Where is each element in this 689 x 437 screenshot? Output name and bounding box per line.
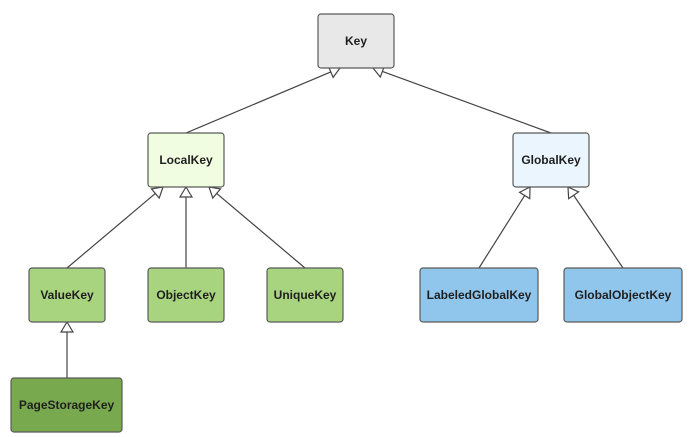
inheritance-edge-page-storage-key-to-value-key [59, 320, 75, 378]
node-unique-key: UniqueKey [266, 267, 344, 323]
node-box [419, 267, 539, 323]
node-page-storage-key: PageStorageKey [10, 377, 123, 433]
hollow-arrowhead-icon [178, 185, 194, 198]
node-box [147, 267, 225, 323]
node-box [10, 377, 123, 433]
node-box [147, 132, 225, 188]
node-key: Key [317, 13, 395, 69]
hollow-arrowhead-icon [518, 186, 531, 200]
node-label: Key [345, 34, 367, 48]
inheritance-edge-object-key-to-local-key [178, 185, 194, 268]
inheritance-edge-global-key-to-key [371, 65, 552, 134]
node-label: UniqueKey [274, 288, 337, 302]
hollow-arrowhead-icon [208, 186, 222, 200]
edge-line [66, 192, 156, 269]
inheritance-edge-labeled-global-key-to-global-key [478, 186, 531, 269]
node-global-object-key: GlobalObjectKey [563, 267, 683, 323]
node-label: LocalKey [159, 153, 213, 167]
hollow-arrowhead-icon [59, 320, 75, 333]
node-box [563, 267, 683, 323]
edge-line [478, 195, 526, 269]
inheritance-edge-value-key-to-local-key [66, 186, 164, 269]
node-box [266, 267, 344, 323]
node-value-key: ValueKey [28, 267, 106, 323]
inheritance-edge-local-key-to-key [185, 65, 342, 134]
node-label: LabeledGlobalKey [427, 288, 532, 302]
node-local-key: LocalKey [147, 132, 225, 188]
node-box [512, 132, 590, 188]
node-label: ValueKey [40, 288, 94, 302]
hollow-arrowhead-icon [567, 186, 580, 200]
inheritance-edge-global-object-key-to-global-key [567, 186, 624, 269]
edge-line [185, 71, 332, 134]
hollow-arrowhead-icon [150, 186, 164, 200]
node-label: GlobalKey [521, 153, 581, 167]
node-label: ObjectKey [156, 288, 216, 302]
node-global-key: GlobalKey [512, 132, 590, 188]
edge-line [382, 70, 552, 134]
node-box [28, 267, 106, 323]
node-box [317, 13, 395, 69]
node-label: GlobalObjectKey [575, 288, 672, 302]
node-label: PageStorageKey [19, 398, 115, 412]
edge-line [573, 194, 624, 269]
edges-layer [59, 65, 624, 378]
node-labeled-global-key: LabeledGlobalKey [419, 267, 539, 323]
inheritance-edge-unique-key-to-local-key [208, 186, 306, 269]
edge-line [216, 192, 306, 269]
node-object-key: ObjectKey [147, 267, 225, 323]
